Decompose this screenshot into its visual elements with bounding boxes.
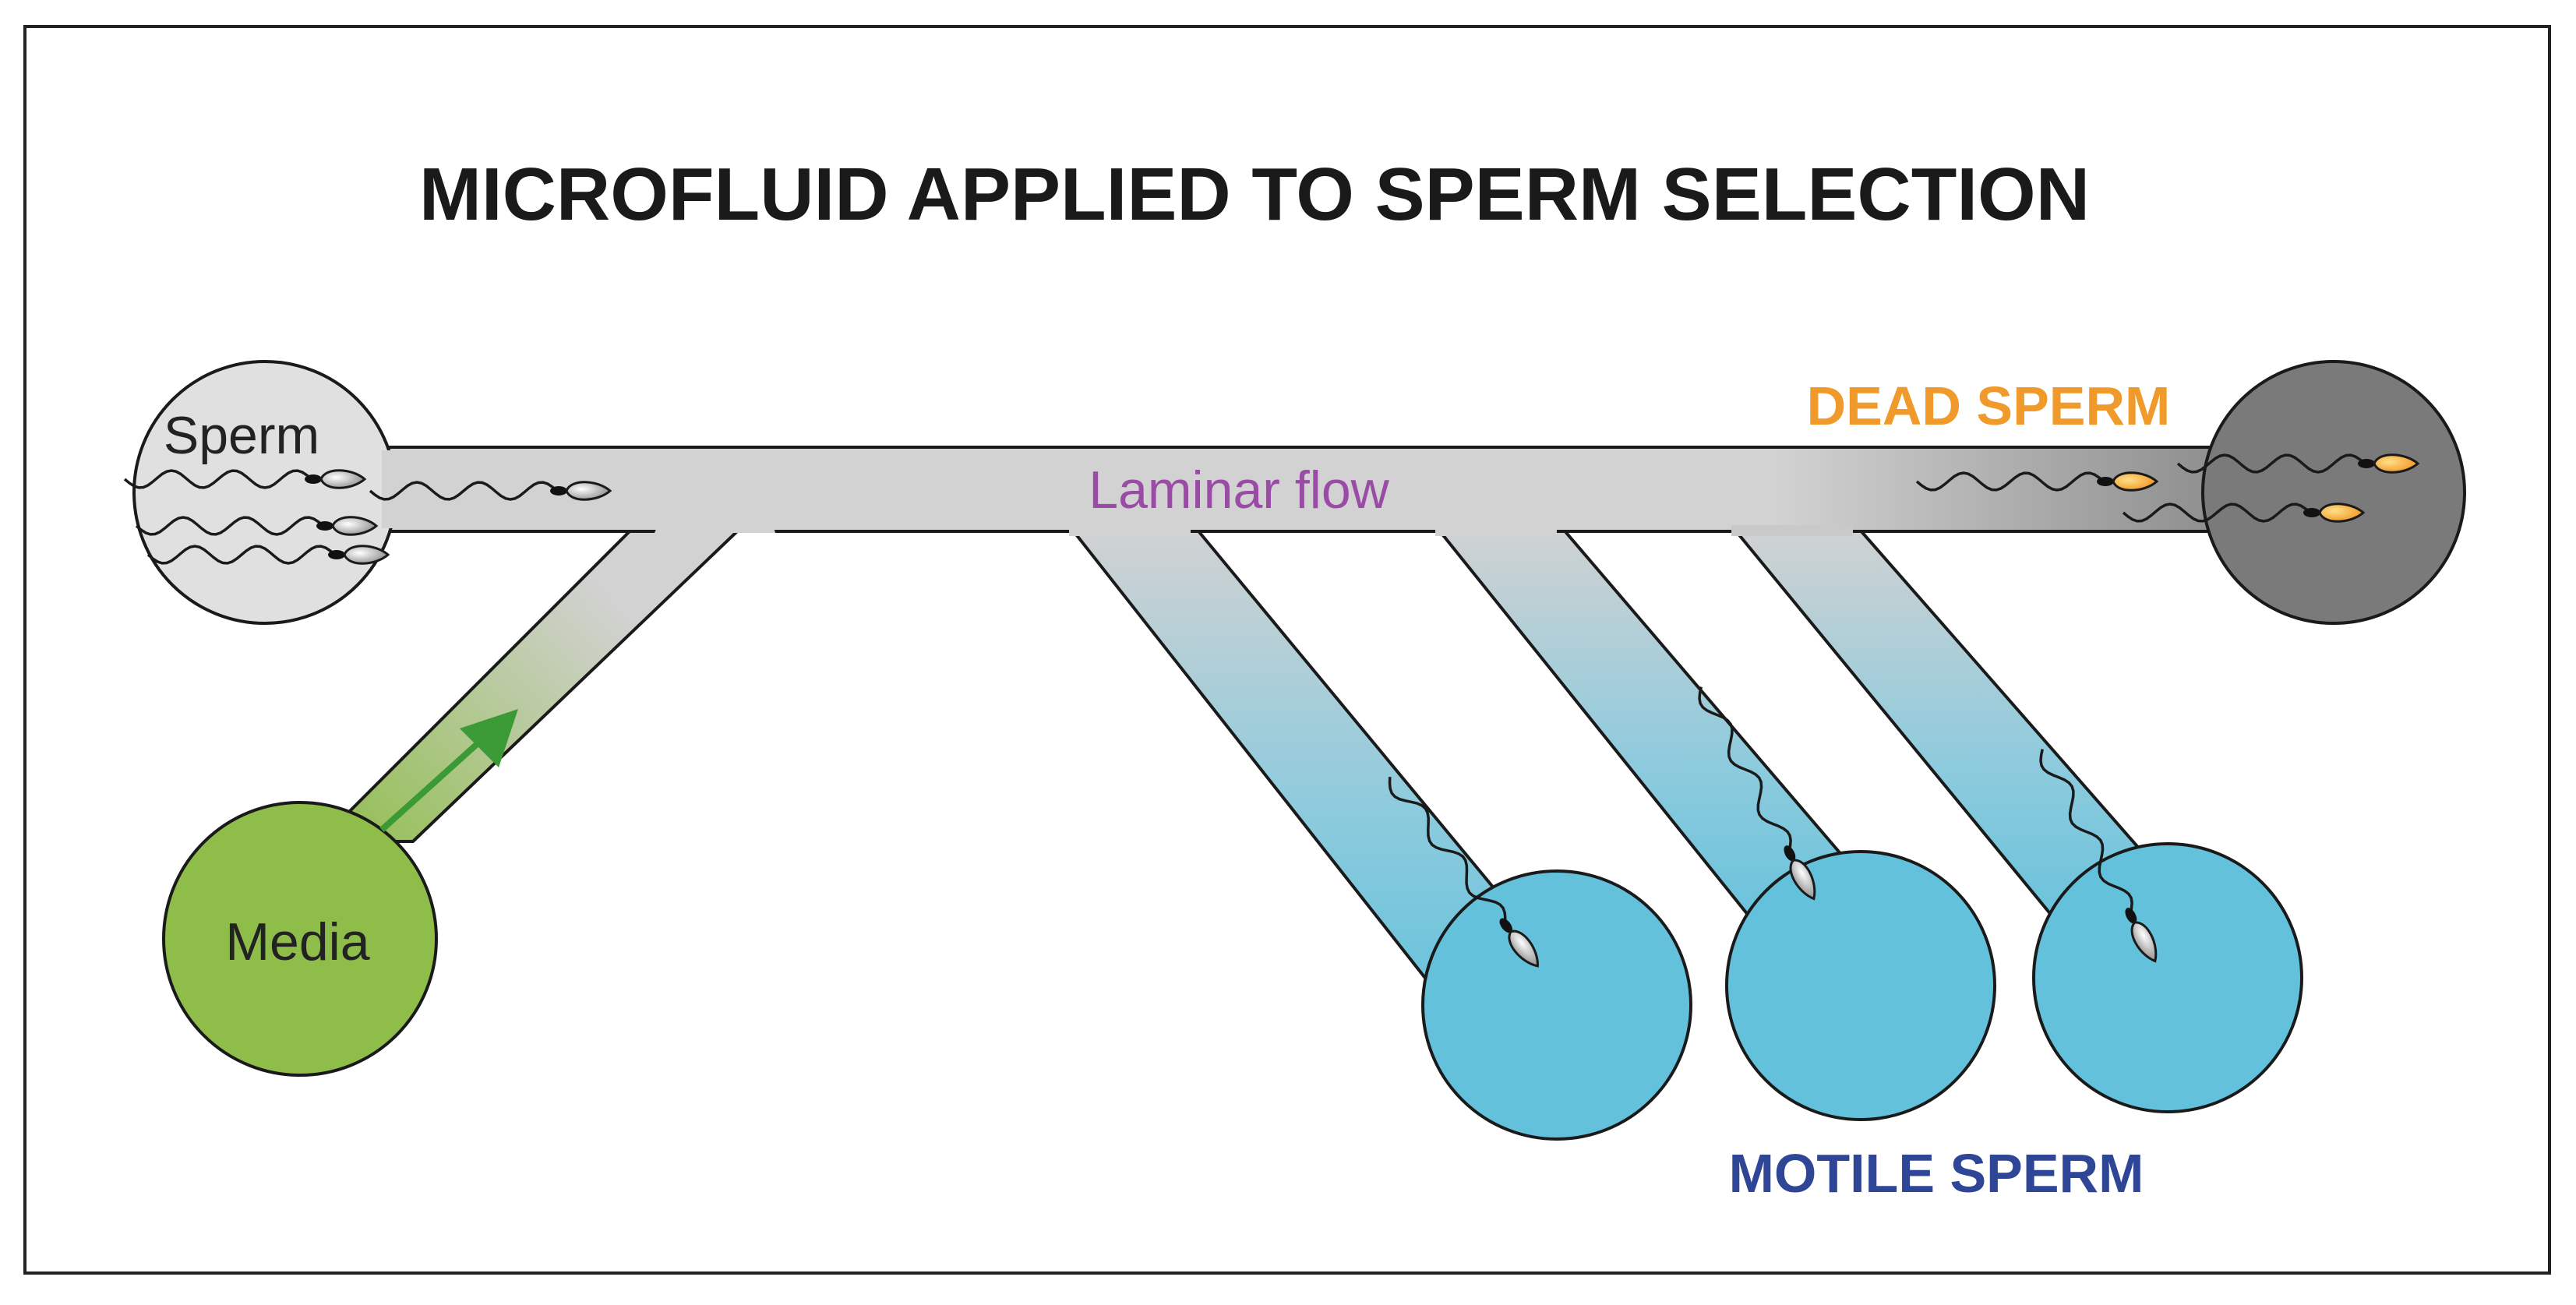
sperm-cell-icon [1388, 777, 1539, 968]
sperm-cell-icon [369, 481, 612, 501]
motile-reservoir-2 [1725, 850, 1996, 1121]
dead-sperm-cell-icon [2122, 503, 2366, 523]
sperm-midpiece [316, 521, 333, 531]
sperm-midpiece [1784, 845, 1796, 862]
sperm-cell-icon [146, 545, 390, 565]
sperm-cell-icon [123, 469, 367, 489]
sperm-inlet-label: Sperm [164, 406, 319, 465]
page-title: MICROFLUID APPLIED TO SPERM SELECTION [419, 153, 2090, 236]
flow-arrow-icon [379, 709, 518, 832]
sperm-tail [135, 516, 325, 536]
sperm-tail [2039, 749, 2133, 915]
sperm-head [2112, 471, 2159, 492]
sperm-tail [1388, 777, 1507, 925]
sperm-head [331, 516, 379, 536]
sperm-tail [1698, 686, 1792, 852]
dead-sperm-cell-icon [2176, 453, 2420, 474]
sperm-cell-icon [2039, 749, 2158, 963]
sperm-tail [1915, 471, 2105, 492]
sperm-midpiece [2125, 908, 2137, 924]
sperm-midpiece [305, 474, 322, 484]
sperm-head [343, 545, 390, 565]
media-inlet-label: Media [225, 912, 369, 972]
sperm-head [1508, 929, 1539, 968]
sperm-midpiece [328, 550, 345, 559]
dead-sperm-cell-icon [1915, 471, 2159, 492]
motile-reservoir-1 [1421, 869, 1692, 1141]
motile-sperm-label: MOTILE SPERM [1729, 1143, 2144, 1204]
sperm-midpiece [2303, 508, 2320, 517]
sperm-reservoir [132, 360, 397, 625]
sperm-head [2373, 453, 2420, 474]
sperm-midpiece [550, 486, 567, 496]
sperm-midpiece [1499, 918, 1513, 933]
sperm-head [2318, 503, 2366, 523]
channel-network [318, 446, 2277, 1031]
sperm-cell-icon [135, 516, 379, 536]
media-reservoir [162, 801, 438, 1077]
dead-sperm-reservoir [2201, 360, 2466, 625]
sperm-tail [146, 545, 337, 565]
laminar-flow-label: Laminar flow [1089, 460, 1389, 520]
sperm-cell-icon [1698, 686, 1816, 901]
sperm-tail [2122, 503, 2312, 523]
sperm-tail [369, 481, 559, 501]
sperm-head [319, 469, 367, 489]
sperm-head [1789, 859, 1816, 901]
sperm-head [565, 481, 612, 501]
sperm-cells [123, 453, 2420, 968]
motile-reservoir-3 [2032, 842, 2303, 1113]
sperm-tail [2176, 453, 2366, 474]
sperm-midpiece [2358, 459, 2375, 468]
sperm-head [2130, 921, 2158, 963]
dead-sperm-label: DEAD SPERM [1807, 376, 2171, 436]
sperm-midpiece [2097, 477, 2114, 486]
sperm-tail [123, 469, 313, 489]
